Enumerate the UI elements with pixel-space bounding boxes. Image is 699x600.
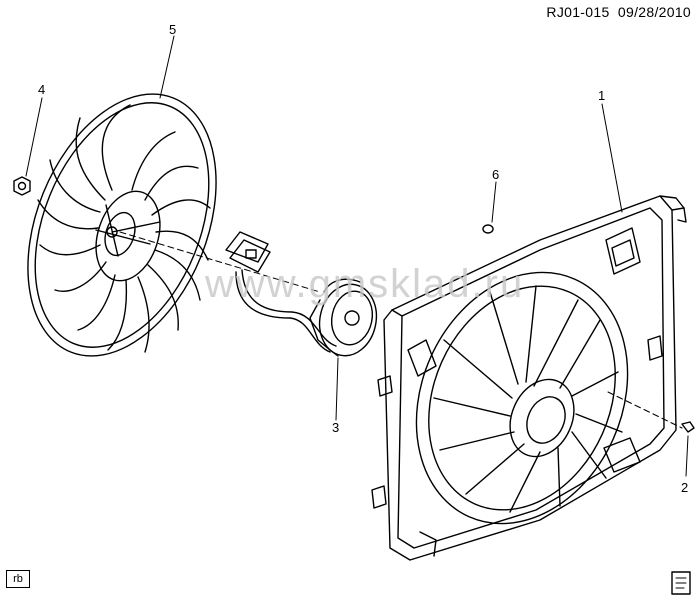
- diagram-header: RJ01-015 09/28/2010: [546, 4, 691, 20]
- wiring-harness: [225, 231, 337, 353]
- leader-lines: [25, 35, 689, 477]
- callout-6: 6: [492, 167, 500, 182]
- bolt: [607, 391, 695, 433]
- callout-5: 5: [169, 22, 177, 37]
- ref-code: RJ01-015: [546, 4, 610, 20]
- document-icon: [671, 571, 691, 595]
- fan-motor: [309, 278, 378, 357]
- callout-1: 1: [598, 88, 606, 103]
- callout-2: 2: [681, 480, 689, 495]
- nut: [13, 176, 31, 196]
- watermark: www.gmsklad.ru: [205, 262, 525, 306]
- clip: [482, 224, 494, 234]
- callout-4: 4: [38, 82, 46, 97]
- rb-label: rb: [6, 570, 30, 588]
- callout-3: 3: [332, 420, 340, 435]
- fan-shroud: [371, 195, 687, 561]
- fan-blade: [27, 93, 217, 357]
- date-stamp: 09/28/2010: [617, 4, 691, 20]
